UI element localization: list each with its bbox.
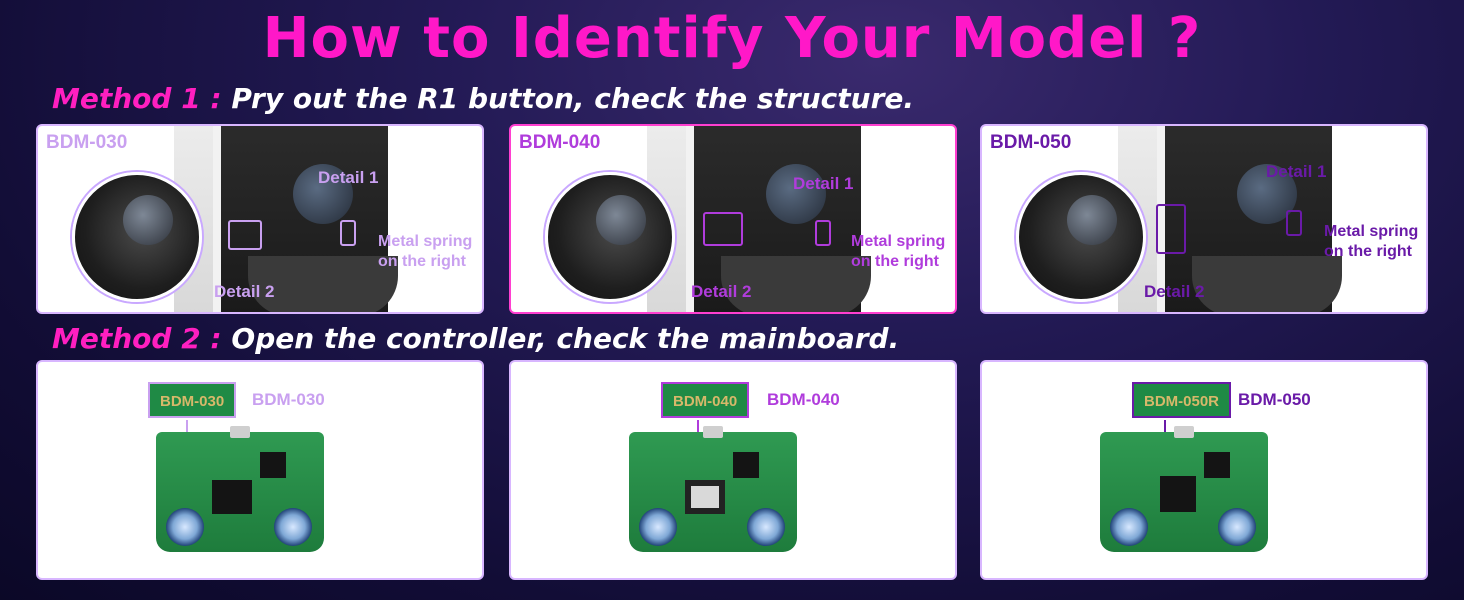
board-panel-bdm-040: BDM-040 BDM-040 — [509, 360, 957, 580]
spring-line-1: Metal spring — [851, 233, 946, 250]
chip-callout: BDM-050R — [1132, 382, 1232, 418]
zoom-circle — [1016, 172, 1146, 302]
right-joystick — [1218, 508, 1256, 546]
spring-line-2: on the right — [378, 253, 466, 270]
model-label: BDM-030 — [46, 132, 128, 153]
zoom-knob — [1067, 195, 1117, 245]
detail-1-marker — [340, 220, 356, 246]
usb-port — [1174, 426, 1194, 438]
spring-line-1: Metal spring — [378, 233, 473, 250]
chip — [733, 452, 759, 478]
detail-1-label: Detail 1 — [793, 174, 854, 193]
spring-line-2: on the right — [851, 253, 939, 270]
leader-line — [697, 420, 699, 434]
r1-panel-bdm-040: BDM-040 Detail 1 Detail 2 Metal spring o… — [509, 124, 957, 314]
joystick — [766, 164, 826, 224]
usb-port — [703, 426, 723, 438]
right-joystick — [747, 508, 785, 546]
r1-panel-bdm-030: BDM-030 Detail 1 Detail 2 Metal spring o… — [36, 124, 484, 314]
left-joystick — [639, 508, 677, 546]
method-2-text: Open the controller, check the mainboard… — [231, 322, 900, 355]
trigger-shape — [721, 256, 871, 312]
board-model-label: BDM-030 — [252, 390, 325, 409]
leader-line — [186, 420, 188, 434]
detail-2-marker — [703, 212, 743, 246]
joystick — [293, 164, 353, 224]
chip — [1160, 476, 1196, 512]
method-1-tag: Method 1 : — [52, 82, 222, 115]
chip-callout: BDM-040 — [661, 382, 750, 418]
model-label: BDM-040 — [519, 132, 601, 153]
left-joystick — [166, 508, 204, 546]
method-1-text: Pry out the R1 button, check the structu… — [231, 82, 914, 115]
page-title: How to Identify Your Model ? — [262, 6, 1202, 71]
detail-2-marker — [228, 220, 262, 250]
board-model-label: BDM-050 — [1238, 390, 1311, 409]
trigger-shape — [1192, 256, 1342, 312]
model-label: BDM-050 — [990, 132, 1072, 153]
method-2-tag: Method 2 : — [52, 322, 222, 355]
trigger-shape — [248, 256, 398, 312]
zoom-knob — [596, 195, 646, 245]
mainboard — [629, 426, 797, 552]
detail-1-marker — [1286, 210, 1302, 236]
detail-2-label: Detail 2 — [691, 282, 752, 301]
left-joystick — [1110, 508, 1148, 546]
zoom-circle — [545, 172, 675, 302]
board-model-label: BDM-040 — [767, 390, 840, 409]
detail-2-label: Detail 2 — [1144, 282, 1205, 301]
method-1-heading: Method 1 : Pry out the R1 button, check … — [52, 82, 914, 115]
spring-line-2: on the right — [1324, 243, 1412, 260]
mainboard — [1100, 426, 1268, 552]
board-panel-bdm-050: BDM-050R BDM-050 — [980, 360, 1428, 580]
zoom-circle — [72, 172, 202, 302]
zoom-knob — [123, 195, 173, 245]
detail-1-marker — [815, 220, 831, 246]
leader-line — [1164, 420, 1166, 434]
usb-port — [230, 426, 250, 438]
chip — [212, 480, 252, 514]
detail-1-label: Detail 1 — [318, 168, 379, 187]
r1-panel-bdm-050: BDM-050 Detail 1 Detail 2 Metal spring o… — [980, 124, 1428, 314]
detail-1-label: Detail 1 — [1266, 162, 1327, 181]
chip — [685, 480, 725, 514]
detail-2-marker — [1156, 204, 1186, 254]
right-joystick — [274, 508, 312, 546]
method-2-heading: Method 2 : Open the controller, check th… — [52, 322, 899, 355]
chip — [260, 452, 286, 478]
spring-line-1: Metal spring — [1324, 223, 1419, 240]
mainboard — [156, 426, 324, 552]
chip — [1204, 452, 1230, 478]
detail-2-label: Detail 2 — [214, 282, 275, 301]
board-panel-bdm-030: BDM-030 BDM-030 — [36, 360, 484, 580]
chip-callout: BDM-030 — [148, 382, 237, 418]
